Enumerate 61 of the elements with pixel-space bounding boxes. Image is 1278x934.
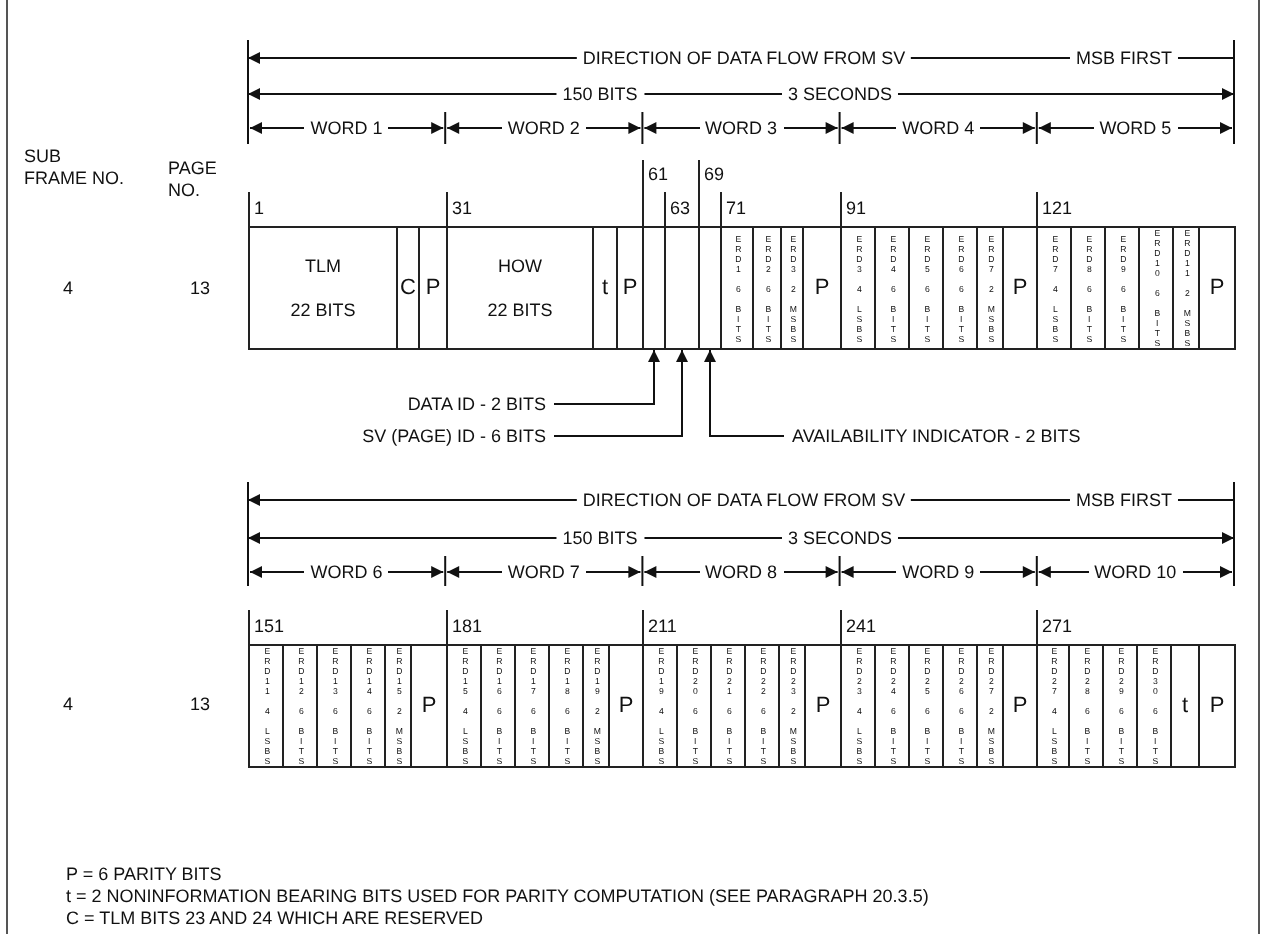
dimension-label: 150 BITS <box>556 528 644 548</box>
field-cell: P <box>1002 644 1038 768</box>
table-value: 4 <box>57 278 79 298</box>
dimension-label: WORD 8 <box>699 562 783 582</box>
bit-number: 211 <box>642 610 677 644</box>
leader-arrow <box>704 349 785 437</box>
field-cell: t <box>592 226 618 350</box>
bit-number: 61 <box>642 160 669 226</box>
dimension-label: WORD 3 <box>699 118 783 138</box>
field-cell: P <box>418 226 448 350</box>
dimension-label: WORD 1 <box>304 118 389 138</box>
field-cell <box>642 226 666 350</box>
field-cell: P <box>1198 226 1236 350</box>
callout-label: SV (PAGE) ID - 6 BITS <box>354 426 554 446</box>
dimension-label: WORD 5 <box>1093 118 1178 138</box>
field-label: TLM <box>305 256 341 276</box>
bit-number: 1 <box>248 192 265 226</box>
dimension-label: WORD 9 <box>896 562 981 582</box>
leader-arrow <box>553 349 660 405</box>
footnote: t = 2 NONINFORMATION BEARING BITS USED FOR PARITY COMPUTATION (SEE PARAGRAPH 20.3.5) <box>66 886 929 906</box>
column-heading: SUB FRAME NO. <box>24 146 127 190</box>
dimension-label: WORD 7 <box>501 562 586 582</box>
direction-label: MSB FIRST <box>1070 490 1178 510</box>
field-cell: P <box>802 226 842 350</box>
field-cell: P <box>410 644 448 768</box>
field-cell: t <box>1170 644 1200 768</box>
field-cell <box>698 226 722 350</box>
dimension-label: 3 SECONDS <box>782 84 898 104</box>
table-value: 4 <box>57 694 79 714</box>
bit-number: 31 <box>446 192 473 226</box>
field-cell: P <box>1198 644 1236 768</box>
field-cell <box>664 226 700 350</box>
field-label: 22 BITS <box>290 300 356 320</box>
callout-label: DATA ID - 2 BITS <box>399 394 554 414</box>
field-label: 22 BITS <box>487 300 553 320</box>
field-cell <box>446 226 594 350</box>
bit-number: 63 <box>664 192 691 226</box>
field-label: HOW <box>498 256 542 276</box>
dimension-label: WORD 10 <box>1088 562 1183 582</box>
field-cell: P <box>804 644 842 768</box>
bit-number: 91 <box>840 192 867 226</box>
footnote: C = TLM BITS 23 AND 24 WHICH ARE RESERVED <box>66 908 483 928</box>
field-cell: C <box>396 226 420 350</box>
direction-label: DIRECTION OF DATA FLOW FROM SV <box>576 490 912 510</box>
direction-label: DIRECTION OF DATA FLOW FROM SV <box>576 48 912 68</box>
direction-label: MSB FIRST <box>1070 48 1178 68</box>
dimension-label: 150 BITS <box>556 84 644 104</box>
field-cell: P <box>608 644 644 768</box>
dimension-label: 3 SECONDS <box>782 528 898 548</box>
field-cell <box>248 226 398 350</box>
dimension-label: WORD 4 <box>896 118 981 138</box>
field-cell: P <box>1002 226 1038 350</box>
leader-arrow <box>553 349 688 437</box>
column-heading: PAGE NO. <box>168 158 219 202</box>
field-cell: P <box>616 226 644 350</box>
callout-label: AVAILABILITY INDICATOR - 2 BITS <box>784 426 1089 446</box>
dimension-label: WORD 6 <box>304 562 389 582</box>
bit-number: 71 <box>720 192 747 226</box>
footnote: P = 6 PARITY BITS <box>66 864 222 884</box>
dimension-label: WORD 2 <box>501 118 586 138</box>
bit-number: 69 <box>698 160 725 226</box>
